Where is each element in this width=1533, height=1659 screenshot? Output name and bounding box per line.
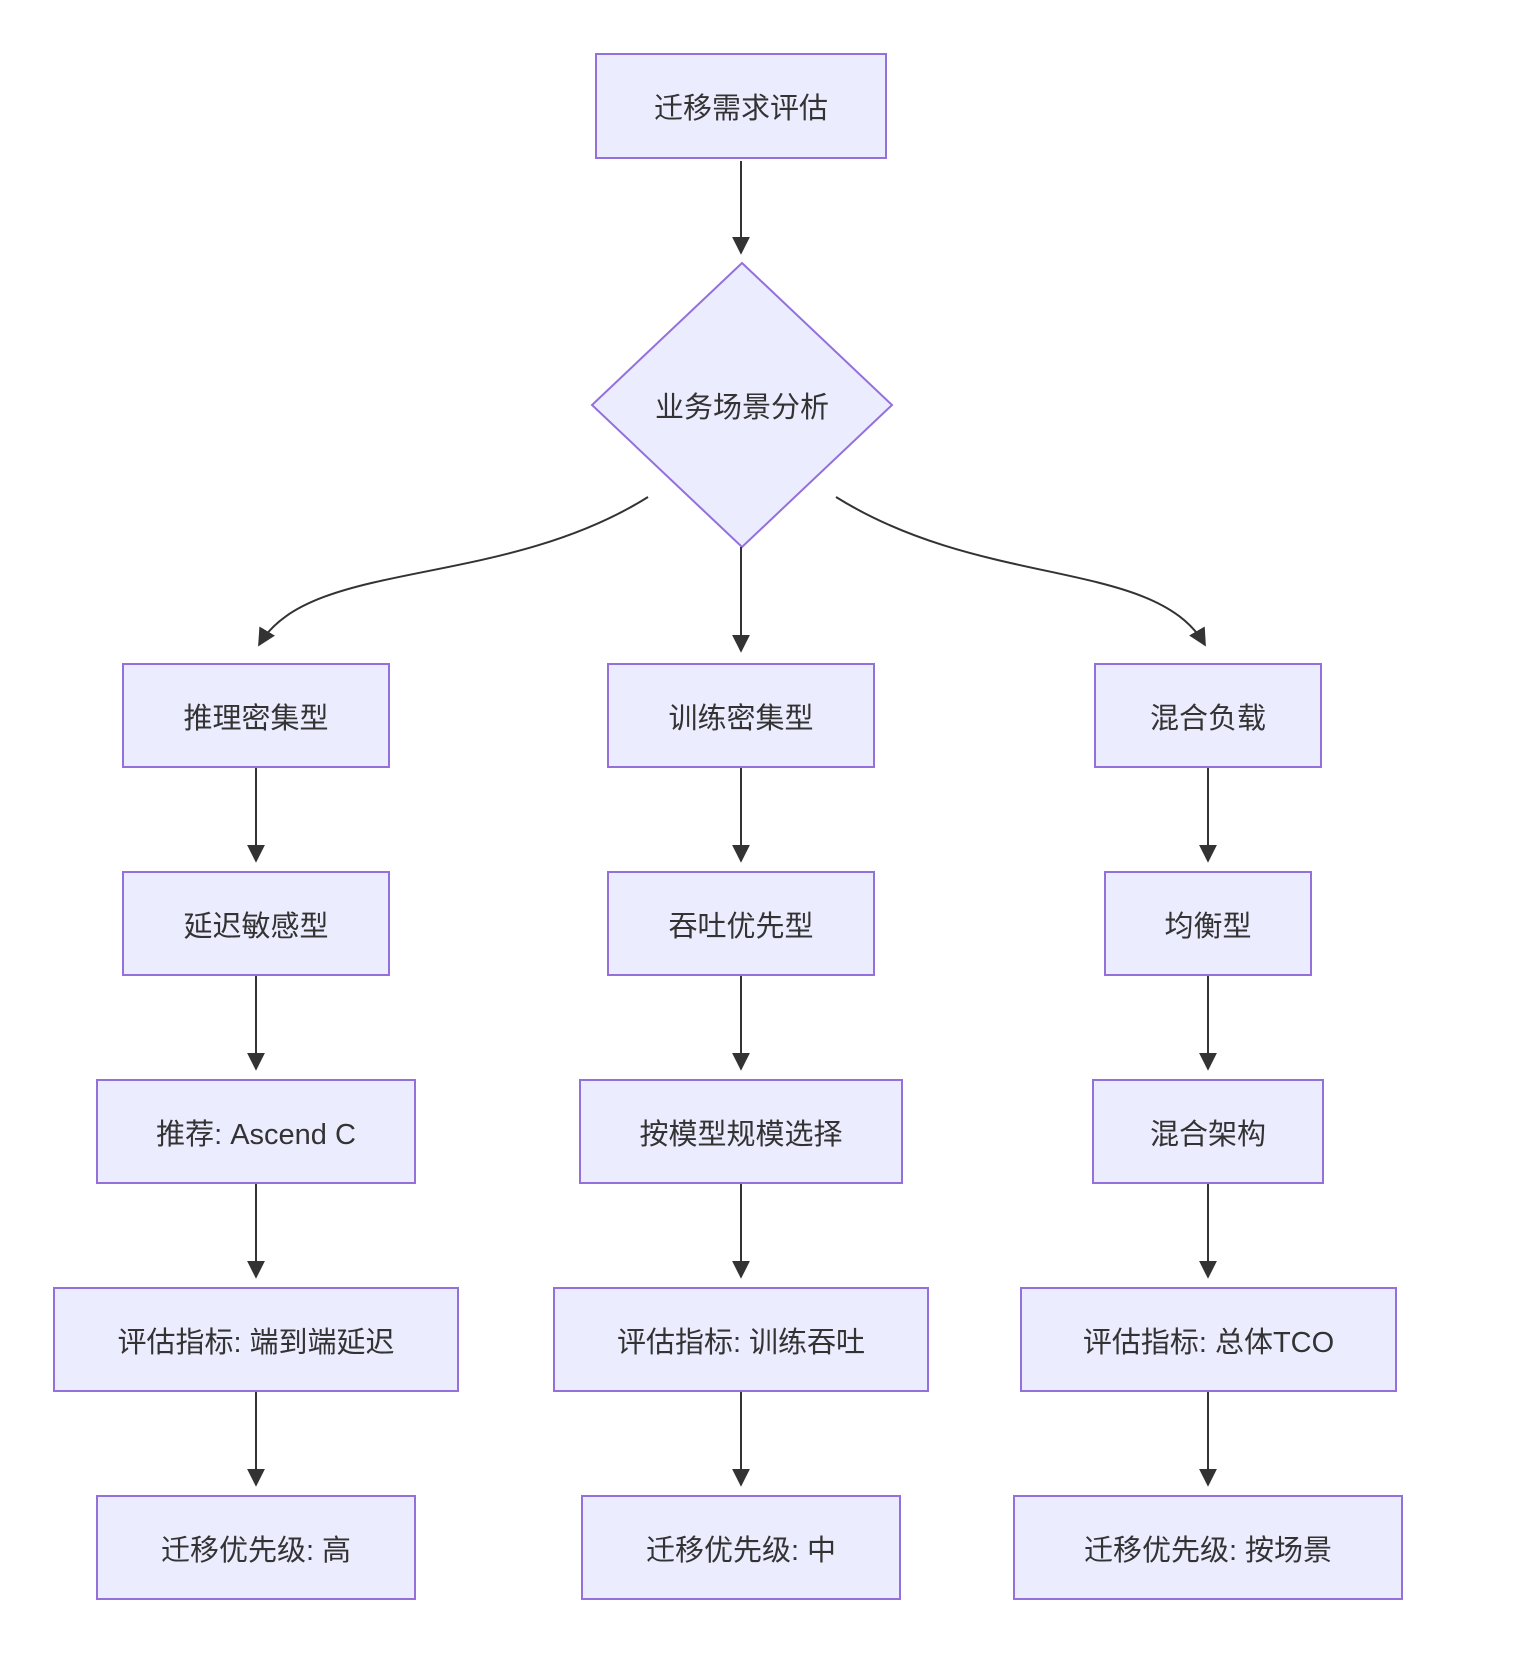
flow-node-col3-step1: 混合负载 — [1094, 663, 1322, 768]
flow-node-col2-step2: 吞吐优先型 — [607, 871, 875, 976]
edge-decision-to-branch-left — [258, 496, 649, 647]
decision-diamond-label: 业务场景分析 — [654, 392, 829, 424]
flow-node-col2-step1: 训练密集型 — [607, 663, 875, 768]
flow-node-col3-step4: 评估指标: 总体TCO — [1020, 1287, 1397, 1392]
flow-node-col2-step5: 迁移优先级: 中 — [581, 1495, 901, 1600]
flow-node-col3-step5: 迁移优先级: 按场景 — [1013, 1495, 1403, 1600]
flow-node-root: 迁移需求评估 — [595, 53, 887, 159]
flow-node-col3-step2: 均衡型 — [1104, 871, 1312, 976]
flow-node-col1-step1: 推理密集型 — [122, 663, 390, 768]
flow-node-col1-step2: 延迟敏感型 — [122, 871, 390, 976]
flow-node-col2-step4: 评估指标: 训练吞吐 — [553, 1287, 929, 1392]
flow-node-col1-step5: 迁移优先级: 高 — [96, 1495, 416, 1600]
flow-node-col1-step3: 推荐: Ascend C — [96, 1079, 416, 1184]
flow-node-col3-step3: 混合架构 — [1092, 1079, 1324, 1184]
flow-node-col1-step4: 评估指标: 端到端延迟 — [53, 1287, 459, 1392]
flow-node-col2-step3: 按模型规模选择 — [579, 1079, 903, 1184]
edge-decision-to-branch-right — [835, 496, 1206, 647]
